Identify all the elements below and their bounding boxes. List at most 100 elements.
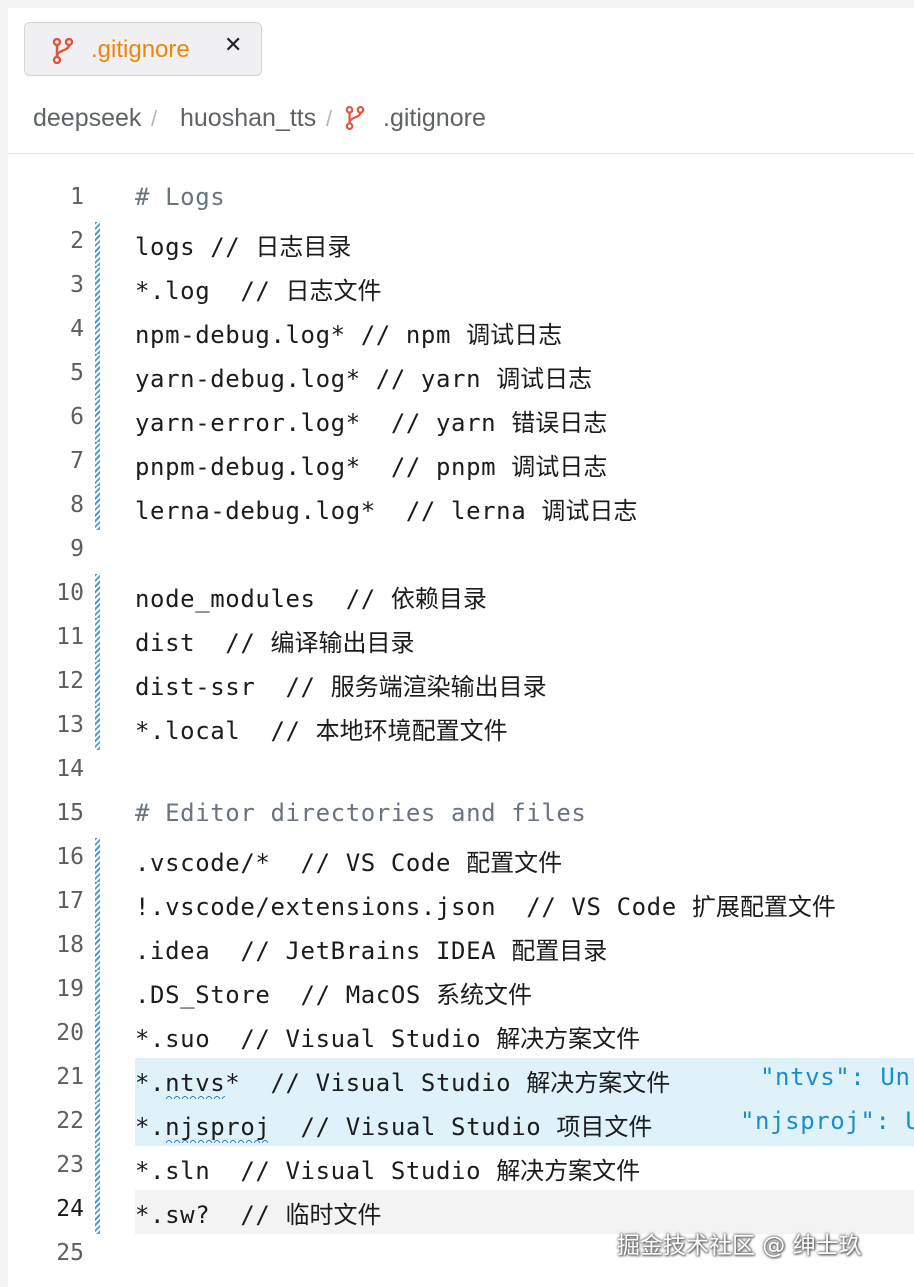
line-number: 9 <box>70 536 84 562</box>
code-line[interactable]: 9 <box>8 530 914 574</box>
line-number: 15 <box>56 800 84 826</box>
code-text: npm-debug.log* // npm 调试日志 <box>135 321 563 349</box>
code-line[interactable]: 10 node_modules // 依赖目录 <box>8 574 914 618</box>
git-change-marker <box>95 926 100 970</box>
git-change-marker <box>95 1146 100 1190</box>
line-number: 2 <box>70 228 84 254</box>
tab-gitignore[interactable]: .gitignore ✕ <box>24 22 262 76</box>
line-number: 24 <box>56 1196 84 1222</box>
code-text: *.njsproj // Visual Studio 项目文件 <box>135 1113 653 1141</box>
code-text: *.suo // Visual Studio 解决方案文件 <box>135 1025 641 1053</box>
code-text: dist-ssr // 服务端渲染输出目录 <box>135 673 547 701</box>
git-change-marker <box>95 1102 100 1146</box>
code-line[interactable]: 8 lerna-debug.log* // lerna 调试日志 <box>8 486 914 530</box>
inline-hint: "ntvs": Un <box>760 1063 911 1091</box>
breadcrumb-item-deepseek[interactable]: deepseek <box>33 104 142 132</box>
git-change-marker <box>95 838 100 882</box>
line-number: 1 <box>70 184 84 210</box>
code-text: *.log // 日志文件 <box>135 277 382 305</box>
code-line[interactable]: 5 yarn-debug.log* // yarn 调试日志 <box>8 354 914 398</box>
line-number: 16 <box>56 844 84 870</box>
code-text: lerna-debug.log* // lerna 调试日志 <box>135 497 638 525</box>
code-line[interactable]: 6 yarn-error.log* // yarn 错误日志 <box>8 398 914 442</box>
git-change-marker <box>95 1190 100 1234</box>
code-line[interactable]: 24*.sw? // 临时文件 <box>8 1190 914 1234</box>
line-number: 6 <box>70 404 84 430</box>
code-line[interactable]: 23 *.sln // Visual Studio 解决方案文件 <box>8 1146 914 1190</box>
git-change-marker <box>95 662 100 706</box>
git-change-marker <box>95 354 100 398</box>
line-number: 8 <box>70 492 84 518</box>
code-text: *.ntvs* // Visual Studio 解决方案文件 <box>135 1069 671 1097</box>
line-highlight <box>135 1058 914 1102</box>
code-line[interactable]: 13*.local // 本地环境配置文件 <box>8 706 914 750</box>
git-change-marker <box>95 310 100 354</box>
git-change-marker <box>95 266 100 310</box>
line-number: 10 <box>56 580 84 606</box>
breadcrumb-item-gitignore[interactable]: .gitignore <box>383 104 486 132</box>
code-line[interactable]: 18 .idea // JetBrains IDEA 配置目录 <box>8 926 914 970</box>
line-number: 21 <box>56 1064 84 1090</box>
code-text: # Logs <box>135 183 226 211</box>
close-icon[interactable]: ✕ <box>224 33 243 58</box>
breadcrumb-item-huoshan-tts[interactable]: huoshan_tts <box>180 104 317 132</box>
git-change-marker <box>95 574 100 618</box>
watermark: 掘金技术社区 @ 绅士玖 <box>617 1233 862 1259</box>
code-line[interactable]: 25 <box>8 1234 914 1278</box>
code-line[interactable]: 1 # Logs <box>8 178 914 222</box>
git-change-marker <box>95 618 100 662</box>
git-change-marker <box>95 706 100 750</box>
breadcrumb-separator: / <box>151 106 158 131</box>
code-text: # Editor directories and files <box>135 799 587 827</box>
code-line[interactable]: 22*.njsproj // Visual Studio 项目文件"njspro… <box>8 1102 914 1146</box>
code-text: .idea // JetBrains IDEA 配置目录 <box>135 937 608 965</box>
code-text: yarn-error.log* // yarn 错误日志 <box>135 409 608 437</box>
current-line-highlight <box>135 1190 914 1234</box>
code-line[interactable]: 3 *.log // 日志文件 <box>8 266 914 310</box>
code-text: dist // 编译输出目录 <box>135 629 415 657</box>
line-number: 7 <box>70 448 84 474</box>
line-number: 4 <box>70 316 84 342</box>
line-number: 20 <box>56 1020 84 1046</box>
code-line[interactable]: 12 dist-ssr // 服务端渲染输出目录 <box>8 662 914 706</box>
git-change-marker <box>95 398 100 442</box>
code-line[interactable]: 11 dist // 编译输出目录 <box>8 618 914 662</box>
code-text: !.vscode/extensions.json // VS Code 扩展配置… <box>135 893 836 921</box>
spelling-squiggle <box>165 1138 271 1143</box>
line-number: 23 <box>56 1152 84 1178</box>
line-number: 5 <box>70 360 84 386</box>
git-change-marker <box>95 486 100 530</box>
line-number: 14 <box>56 756 84 782</box>
line-number: 18 <box>56 932 84 958</box>
line-number: 11 <box>56 624 84 650</box>
header-divider <box>8 153 914 154</box>
code-text: yarn-debug.log* // yarn 调试日志 <box>135 365 593 393</box>
code-line[interactable]: 14 <box>8 750 914 794</box>
line-number: 17 <box>56 888 84 914</box>
code-line[interactable]: 21 *.ntvs* // Visual Studio 解决方案文件 "ntvs":… <box>8 1058 914 1102</box>
git-change-marker <box>95 442 100 486</box>
line-number: 25 <box>56 1240 84 1266</box>
code-line[interactable]: 16.vscode/* // VS Code 配置文件 <box>8 838 914 882</box>
git-change-marker <box>95 882 100 926</box>
code-line[interactable]: 15 # Editor directories and files <box>8 794 914 838</box>
spelling-squiggle <box>165 1094 226 1099</box>
code-line[interactable]: 19.DS_Store // MacOS 系统文件 <box>8 970 914 1014</box>
code-text: node_modules // 依赖目录 <box>135 585 487 613</box>
line-number: 19 <box>56 976 84 1002</box>
code-line[interactable]: 20 *.suo // Visual Studio 解决方案文件 <box>8 1014 914 1058</box>
code-line[interactable]: 4 npm-debug.log* // npm 调试日志 <box>8 310 914 354</box>
line-number: 3 <box>70 272 84 298</box>
tab-label: .gitignore <box>91 36 190 63</box>
code-text: *.local // 本地环境配置文件 <box>135 717 508 745</box>
line-number: 22 <box>56 1108 84 1134</box>
line-number: 12 <box>56 668 84 694</box>
git-change-marker <box>95 1014 100 1058</box>
git-branch-icon <box>345 106 365 137</box>
code-text: *.sln // Visual Studio 解决方案文件 <box>135 1157 641 1185</box>
git-branch-icon <box>52 37 74 68</box>
breadcrumb-separator: / <box>326 106 333 131</box>
code-line[interactable]: 17 !.vscode/extensions.json // VS Code 扩展… <box>8 882 914 926</box>
